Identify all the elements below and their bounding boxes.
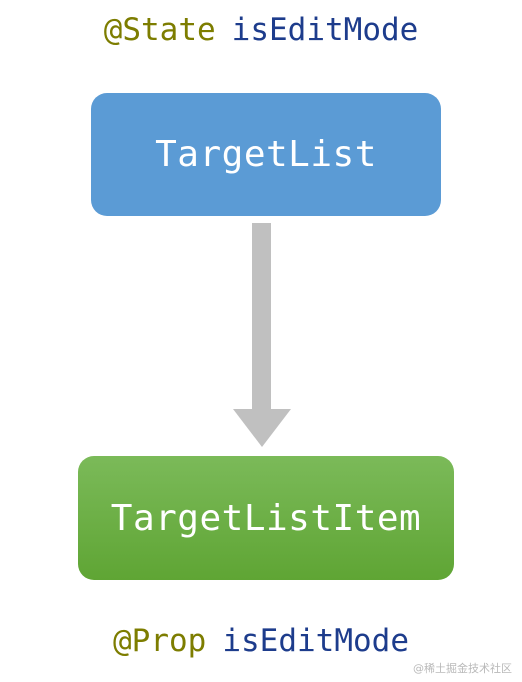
down-arrow-icon	[233, 223, 291, 447]
target-list-label: TargetList	[155, 134, 377, 175]
state-decorator: @State	[103, 12, 216, 48]
state-annotation: @State isEditMode	[0, 10, 522, 50]
prop-annotation: @Prop isEditMode	[0, 621, 522, 661]
prop-decorator: @Prop	[113, 623, 207, 659]
watermark: @稀土掘金技术社区	[413, 662, 512, 675]
arrow-shaft	[252, 223, 271, 409]
arrow-head	[233, 409, 291, 447]
target-list-item-label: TargetListItem	[110, 497, 422, 539]
target-list-item-node: TargetListItem	[78, 456, 454, 580]
state-variable: isEditMode	[231, 12, 419, 48]
prop-variable: isEditMode	[222, 623, 409, 659]
target-list-node: TargetList	[91, 93, 441, 216]
